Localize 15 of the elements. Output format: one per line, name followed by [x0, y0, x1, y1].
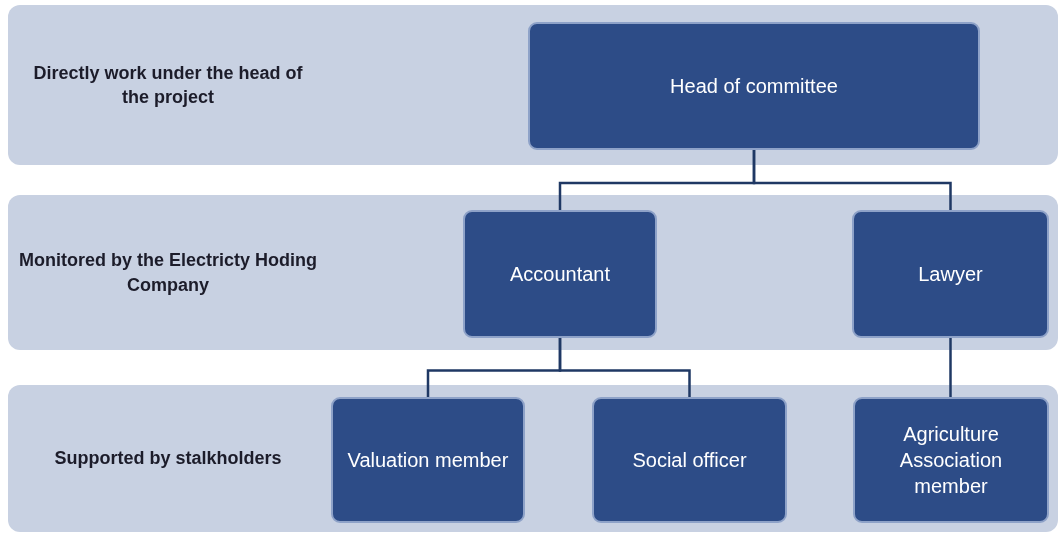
role-box: Agriculture Association member: [853, 397, 1049, 523]
role-box: Accountant: [463, 210, 657, 338]
row-band: [8, 5, 1058, 165]
role-box: Lawyer: [852, 210, 1049, 338]
connector-line: [949, 338, 952, 397]
row-band: [8, 195, 1058, 350]
role-box: Valuation member: [331, 397, 525, 523]
connector-line: [752, 150, 952, 210]
connector-line: [558, 338, 691, 397]
row-label: Supported by stalkholders: [53, 447, 283, 471]
role-box: Head of committee: [528, 22, 980, 150]
row-band: [8, 385, 1058, 532]
row-label: Monitored by the Electricty Hoding Company: [18, 249, 318, 297]
row-label: Directly work under the head of the project: [32, 61, 304, 109]
role-box: Social officer: [592, 397, 787, 523]
